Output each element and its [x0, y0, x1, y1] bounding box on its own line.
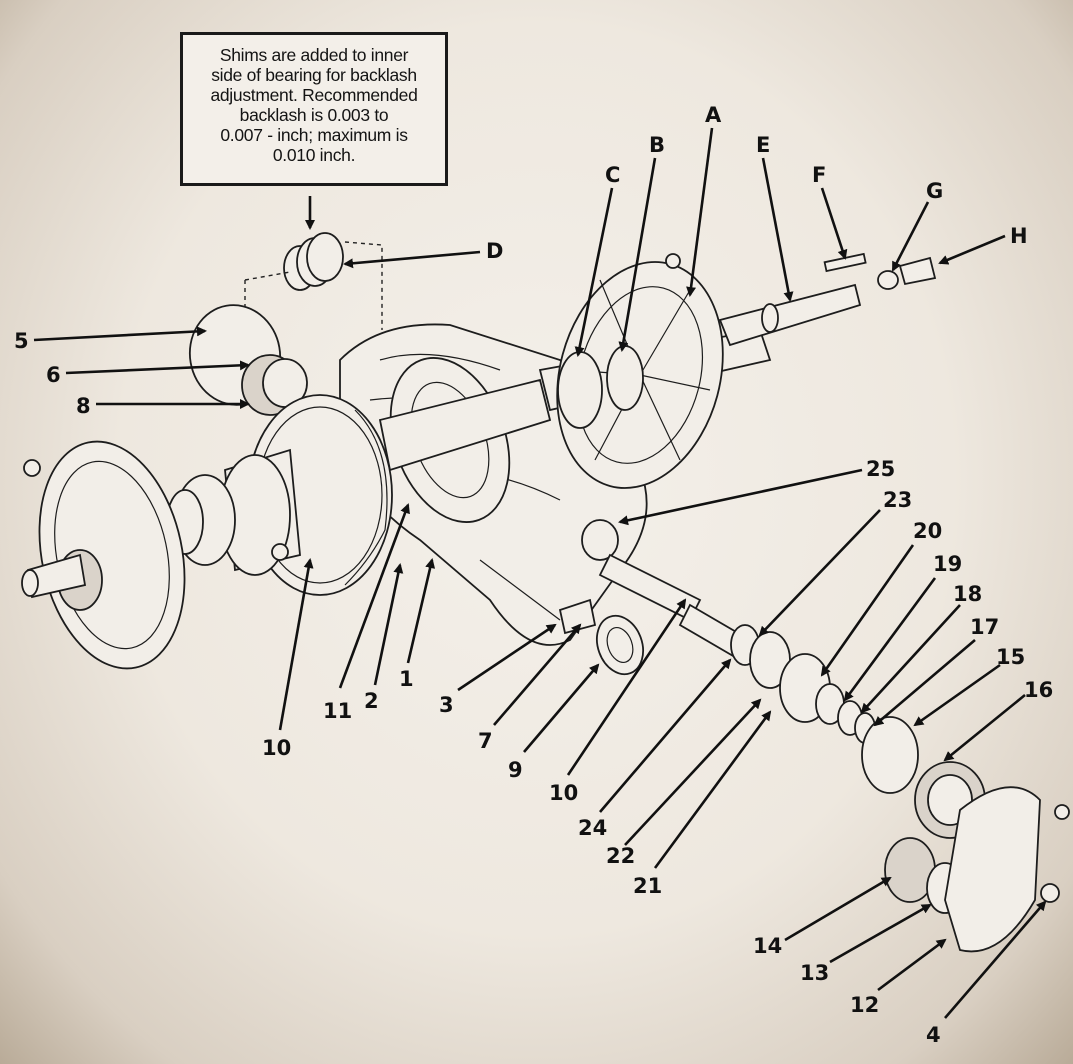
bearing-cap-left	[188, 304, 308, 416]
label-H: H	[1010, 224, 1028, 248]
backlash-callout-box: Shims are added to inner side of bearing…	[180, 32, 448, 186]
pinion-bearing-stack	[730, 624, 919, 794]
label-24: 24	[578, 816, 607, 840]
label-20: 20	[913, 519, 942, 543]
differential-case	[166, 448, 301, 576]
brake-backing-plate-left	[21, 440, 186, 670]
part-labels: A B C D E F G H 5 6 8 25 23 20 19 18 17 …	[14, 103, 1053, 1047]
label-3: 3	[439, 693, 454, 717]
label-22: 22	[606, 844, 635, 868]
label-18: 18	[953, 582, 982, 606]
label-11: 11	[323, 699, 352, 723]
label-16: 16	[1024, 678, 1053, 702]
shim-pack	[244, 232, 383, 330]
label-10-left: 10	[262, 736, 291, 760]
label-1: 1	[399, 667, 414, 691]
gear-set	[884, 761, 1070, 953]
brake-backing-plate-right	[556, 261, 724, 489]
label-A: A	[705, 103, 722, 127]
callout-line: Shims are added to inner	[219, 45, 409, 65]
axle-shaft-right	[665, 252, 937, 347]
label-13: 13	[800, 961, 829, 985]
label-G: G	[926, 179, 943, 203]
label-23: 23	[883, 488, 912, 512]
label-4: 4	[926, 1023, 941, 1047]
label-7: 7	[478, 729, 493, 753]
callout-line: 0.010 inch.	[272, 145, 356, 165]
label-15: 15	[996, 645, 1025, 669]
label-25: 25	[866, 457, 895, 481]
callout-line: backlash is 0.003 to	[239, 105, 389, 125]
label-12: 12	[850, 993, 879, 1017]
label-E: E	[756, 133, 770, 157]
label-14: 14	[753, 934, 782, 958]
label-B: B	[649, 133, 665, 157]
label-D: D	[486, 239, 503, 263]
pinion-assembly	[558, 519, 752, 676]
callout-line: side of bearing for backlash	[211, 65, 417, 85]
label-21: 21	[633, 874, 662, 898]
callout-line: adjustment. Recommended	[210, 85, 418, 105]
label-19: 19	[933, 552, 962, 576]
label-10-right: 10	[549, 781, 578, 805]
label-17: 17	[970, 615, 999, 639]
label-8: 8	[76, 394, 91, 418]
label-6: 6	[46, 363, 61, 387]
label-F: F	[812, 163, 826, 187]
label-9: 9	[508, 758, 523, 782]
label-C: C	[605, 163, 620, 187]
label-5: 5	[14, 329, 29, 353]
callout-line: 0.007 - inch; maximum is	[220, 125, 408, 145]
leader-lines	[33, 127, 1047, 1019]
label-2: 2	[364, 689, 379, 713]
